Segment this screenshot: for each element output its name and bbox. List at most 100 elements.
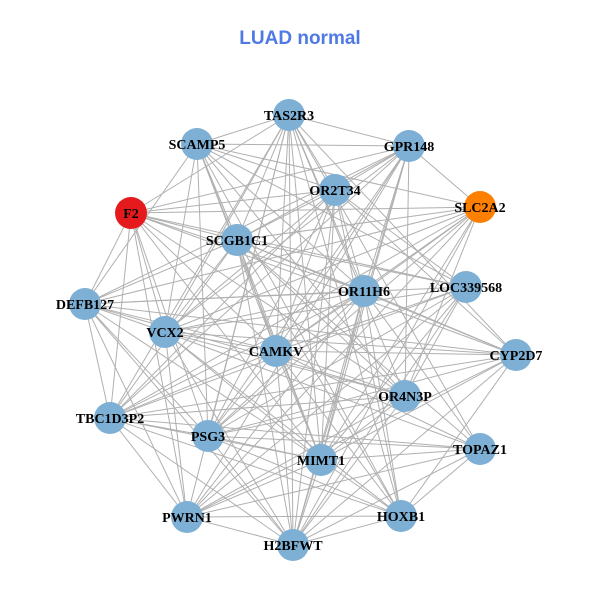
node-SLC2A2[interactable]: SLC2A2	[454, 191, 506, 223]
edge-TBC1D3P2-H2BFWT	[109, 417, 294, 546]
edge-F2-SCGB1C1	[130, 212, 238, 241]
node-circle[interactable]	[385, 500, 417, 532]
node-F2[interactable]: F2	[115, 197, 147, 229]
edge-OR11H6-TBC1D3P2	[109, 290, 365, 419]
edge-VCX2-TOPAZ1	[164, 331, 481, 450]
node-MIMT1[interactable]: MIMT1	[297, 444, 345, 476]
node-circle[interactable]	[277, 529, 309, 561]
edge-OR2T34-F2	[130, 189, 336, 214]
node-circle[interactable]	[221, 224, 253, 256]
node-label: LOC339568	[430, 281, 502, 296]
node-circle[interactable]	[171, 501, 203, 533]
edge-OR4N3P-MIMT1	[320, 395, 406, 461]
edge-F2-LOC339568	[130, 212, 467, 288]
edge-OR4N3P-H2BFWT	[292, 395, 406, 546]
node-label: SLC2A2	[454, 201, 505, 216]
edge-VCX2-CYP2D7	[164, 331, 517, 356]
node-TOPAZ1[interactable]: TOPAZ1	[453, 433, 507, 465]
edge-OR11H6-DEFB127	[84, 290, 365, 305]
edge-SCAMP5-OR2T34	[196, 143, 336, 191]
edge-OR11H6-MIMT1	[320, 290, 365, 461]
node-CYP2D7[interactable]: CYP2D7	[490, 339, 543, 371]
edge-TAS2R3-TOPAZ1	[288, 114, 481, 450]
node-OR11H6[interactable]: OR11H6	[338, 275, 390, 307]
edge-CYP2D7-HOXB1	[400, 354, 517, 517]
node-circle[interactable]	[305, 444, 337, 476]
edge-CAMKV-HOXB1	[275, 350, 402, 517]
edge-OR11H6-PWRN1	[186, 290, 365, 518]
edge-CAMKV-MIMT1	[275, 350, 322, 461]
edge-TBC1D3P2-HOXB1	[109, 417, 402, 517]
node-LOC339568[interactable]: LOC339568	[430, 271, 502, 303]
edge-TOPAZ1-HOXB1	[400, 448, 481, 517]
edge-VCX2-HOXB1	[164, 331, 402, 517]
node-circle[interactable]	[500, 339, 532, 371]
edge-DEFB127-PSG3	[84, 303, 209, 437]
node-GPR148[interactable]: GPR148	[384, 130, 435, 162]
node-label: OR4N3P	[378, 390, 432, 405]
edge-CAMKV-H2BFWT	[275, 350, 294, 546]
edge-PWRN1-H2BFWT	[186, 516, 294, 546]
node-SCAMP5[interactable]: SCAMP5	[169, 128, 226, 160]
node-circle[interactable]	[464, 433, 496, 465]
node-TAS2R3[interactable]: TAS2R3	[264, 99, 314, 131]
node-OR2T34[interactable]: OR2T34	[309, 174, 361, 206]
node-circle[interactable]	[464, 191, 496, 223]
node-circle[interactable]	[192, 420, 224, 452]
node-circle[interactable]	[69, 288, 101, 320]
edge-CYP2D7-PWRN1	[186, 354, 517, 518]
edge-OR4N3P-TBC1D3P2	[109, 395, 406, 419]
node-circle[interactable]	[149, 316, 181, 348]
node-VCX2[interactable]: VCX2	[146, 316, 184, 348]
node-circle[interactable]	[348, 275, 380, 307]
edge-OR2T34-CYP2D7	[334, 189, 517, 356]
edge-LOC339568-VCX2	[164, 286, 467, 333]
node-circle[interactable]	[94, 402, 126, 434]
edge-SCAMP5-GPR148	[196, 143, 410, 147]
node-circle[interactable]	[393, 130, 425, 162]
edge-CAMKV-OR4N3P	[275, 350, 406, 397]
node-circle[interactable]	[260, 335, 292, 367]
node-label: SCGB1C1	[206, 234, 268, 249]
edge-TAS2R3-SCGB1C1	[236, 114, 290, 241]
node-circle[interactable]	[115, 197, 147, 229]
node-circle[interactable]	[181, 128, 213, 160]
edge-OR11H6-VCX2	[164, 290, 365, 333]
node-CAMKV[interactable]: CAMKV	[249, 335, 303, 367]
node-PSG3[interactable]: PSG3	[191, 420, 225, 452]
edge-OR2T34-CAMKV	[275, 189, 336, 352]
edge-CAMKV-CYP2D7	[275, 350, 517, 356]
edge-MIMT1-HOXB1	[320, 459, 402, 517]
edge-DEFB127-CAMKV	[84, 303, 277, 352]
node-label: SCAMP5	[169, 138, 226, 153]
node-SCGB1C1[interactable]: SCGB1C1	[206, 224, 268, 256]
edge-GPR148-OR4N3P	[404, 145, 410, 397]
edge-OR2T34-H2BFWT	[292, 189, 336, 546]
edge-TAS2R3-TBC1D3P2	[109, 114, 290, 419]
edge-OR11H6-HOXB1	[363, 290, 402, 517]
edge-CYP2D7-PSG3	[207, 354, 517, 437]
edge-F2-TBC1D3P2	[109, 212, 132, 419]
node-circle[interactable]	[450, 271, 482, 303]
edge-PSG3-TOPAZ1	[207, 435, 481, 450]
node-DEFB127[interactable]: DEFB127	[56, 288, 114, 320]
node-label: OR11H6	[338, 285, 390, 300]
edge-F2-OR4N3P	[130, 212, 406, 397]
node-circle[interactable]	[273, 99, 305, 131]
edge-CAMKV-TOPAZ1	[275, 350, 481, 450]
node-label: CAMKV	[249, 345, 303, 360]
edge-VCX2-H2BFWT	[164, 331, 294, 546]
node-H2BFWT[interactable]: H2BFWT	[263, 529, 323, 561]
node-circle[interactable]	[389, 380, 421, 412]
node-circle[interactable]	[319, 174, 351, 206]
edge-OR2T34-SCGB1C1	[236, 189, 336, 241]
node-OR4N3P[interactable]: OR4N3P	[378, 380, 432, 412]
node-PWRN1[interactable]: PWRN1	[162, 501, 212, 533]
node-label: HOXB1	[377, 510, 425, 525]
edge-TOPAZ1-PWRN1	[186, 448, 481, 518]
node-label: PSG3	[191, 430, 225, 445]
node-HOXB1[interactable]: HOXB1	[377, 500, 425, 532]
node-TBC1D3P2[interactable]: TBC1D3P2	[76, 402, 144, 434]
edge-CYP2D7-TBC1D3P2	[109, 354, 517, 419]
edge-GPR148-PSG3	[207, 145, 410, 437]
